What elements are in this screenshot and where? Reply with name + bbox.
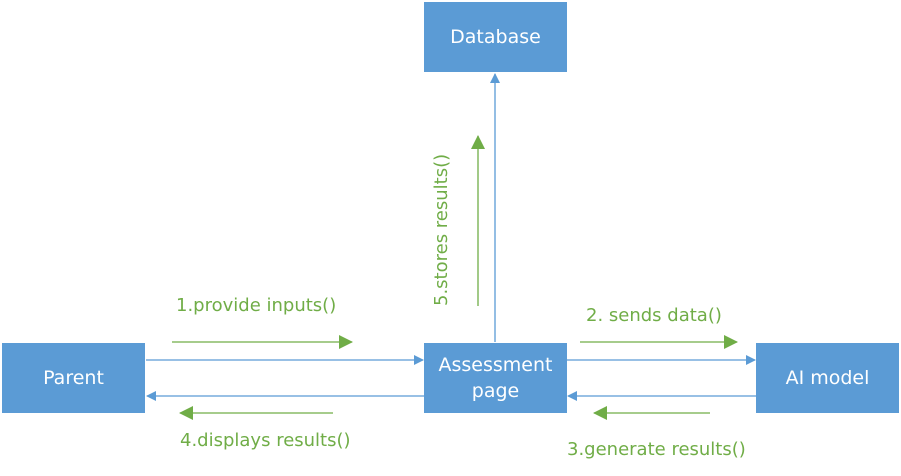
assessment-label-line2: page (471, 380, 520, 402)
assessment-label-line1: Assessment (438, 354, 553, 376)
message-label-2: 2. sends data() (586, 305, 722, 326)
message-label-4: 4.displays results() (180, 430, 351, 451)
ai-model-node: AI model (756, 343, 899, 413)
message-label-1: 1.provide inputs() (176, 295, 337, 316)
parent-label: Parent (43, 367, 104, 389)
database-node: Database (424, 2, 567, 72)
database-label: Database (450, 26, 541, 48)
message-label-5: 5.stores results() (431, 153, 452, 306)
message-label-3: 3.generate results() (567, 439, 746, 460)
assessment-page-node: Assessment page (424, 343, 567, 413)
ai-model-label: AI model (785, 367, 870, 389)
parent-node: Parent (2, 343, 145, 413)
